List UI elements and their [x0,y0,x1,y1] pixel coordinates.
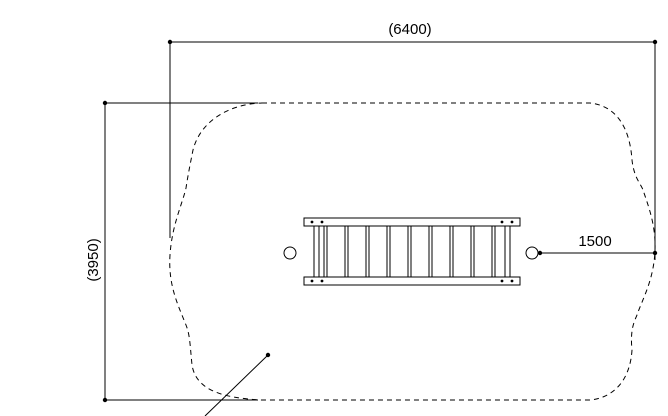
width-dimension-tick-right [652,39,658,45]
offset-dimension-tick-left [537,250,543,256]
ladder-post-left [313,225,320,278]
ladder-equipment [303,217,521,286]
footing-circle-right [525,246,539,260]
offset-dimension: 1500 [537,233,658,256]
height-dimension-tick-bottom [102,397,108,403]
leader-line [204,352,271,416]
footing-circle-left [283,246,297,260]
width-dimension: (6400) [167,21,658,260]
ladder-bolts [310,220,514,283]
leader-line-stroke [204,354,269,416]
offset-dimension-tick-right [652,250,658,256]
safety-area-outline [169,102,656,401]
offset-dimension-label: 1500 [578,233,611,250]
ladder-rungs [323,225,496,278]
height-dimension-label: (3950) [85,238,102,281]
leader-line-dot [265,352,271,358]
ladder-end-cap-bottom [303,276,521,286]
ladder-end-cap-top [303,217,521,227]
ladder-post-right [504,225,511,278]
height-dimension: (3950) [85,100,258,403]
height-dimension-tick-top [102,100,108,106]
width-dimension-label: (6400) [388,21,431,38]
width-dimension-tick-left [167,39,173,45]
